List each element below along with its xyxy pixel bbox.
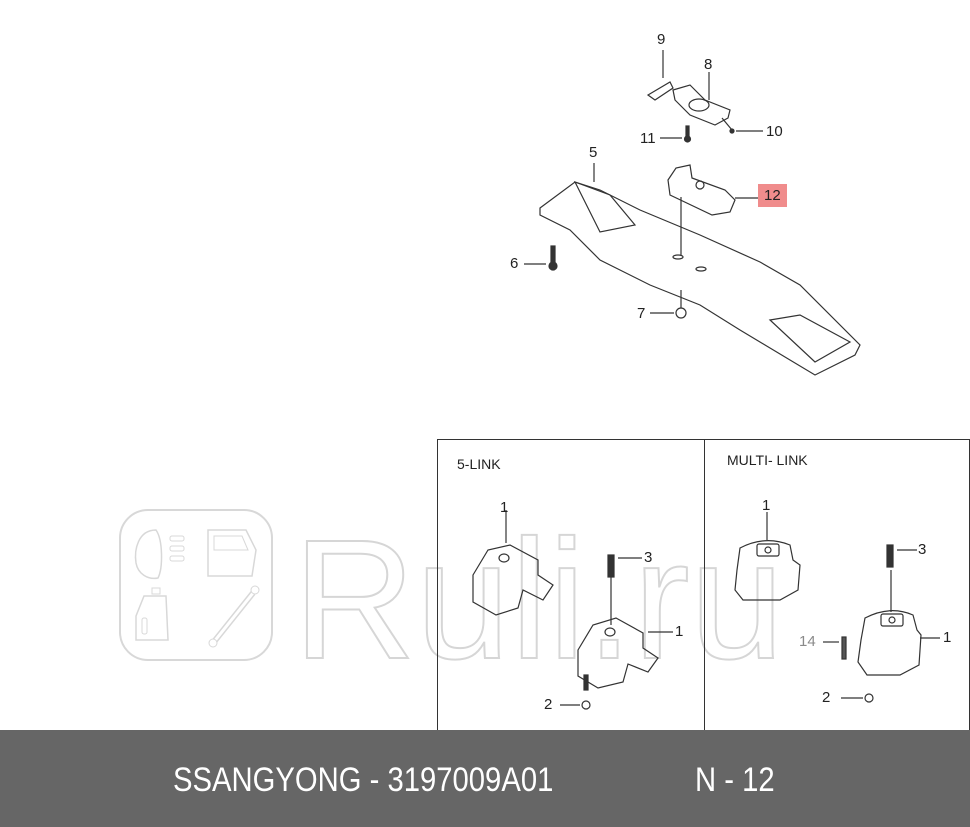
part-number: 3197009A01	[387, 761, 554, 799]
callout-10: 10	[766, 123, 783, 140]
diagram-reference: N - 12	[695, 761, 775, 799]
panel-5-link: 5-LINK 1 3 1 2	[437, 439, 705, 732]
callout-3: 3	[644, 549, 653, 566]
panel-title: MULTI- LINK	[727, 452, 808, 468]
callout-2: 2	[822, 689, 831, 706]
callout-7: 7	[637, 305, 646, 322]
watermark-text: Ruli.ru	[293, 505, 784, 695]
separator: -	[369, 761, 380, 799]
watermark: Ruli.ru	[118, 504, 838, 696]
multi-link-mounts-illustration	[734, 512, 940, 703]
footer-part-label: SSANGYONG - 3197009A01	[173, 761, 553, 800]
callout-5: 5	[589, 144, 598, 161]
callout-8: 8	[704, 56, 713, 73]
callout-3: 3	[918, 541, 927, 558]
panel-title: 5-LINK	[457, 456, 501, 472]
callout-1: 1	[675, 623, 684, 640]
footer-bar: SSANGYONG - 3197009A01 N - 12	[0, 730, 970, 827]
panel-multi-link: MULTI- LINK 1 3 14 1 2	[704, 439, 970, 732]
callout-11: 11	[640, 130, 656, 147]
callout-1: 1	[943, 629, 952, 646]
main-diagram: 9 8 11 10 5 12 6 7	[510, 31, 861, 376]
callout-2: 2	[544, 696, 553, 713]
callout-6: 6	[510, 255, 519, 272]
watermark-logo-icon: Ruli.ru	[119, 504, 785, 696]
crossmember-illustration	[524, 50, 861, 376]
callout-12-highlighted: 12	[758, 184, 787, 207]
callout-14: 14	[799, 633, 816, 650]
callout-1: 1	[500, 499, 509, 516]
5-link-mounts-illustration	[472, 510, 673, 710]
brand-name: SSANGYONG	[173, 761, 362, 799]
callout-1: 1	[762, 497, 771, 514]
callout-9: 9	[657, 31, 666, 48]
